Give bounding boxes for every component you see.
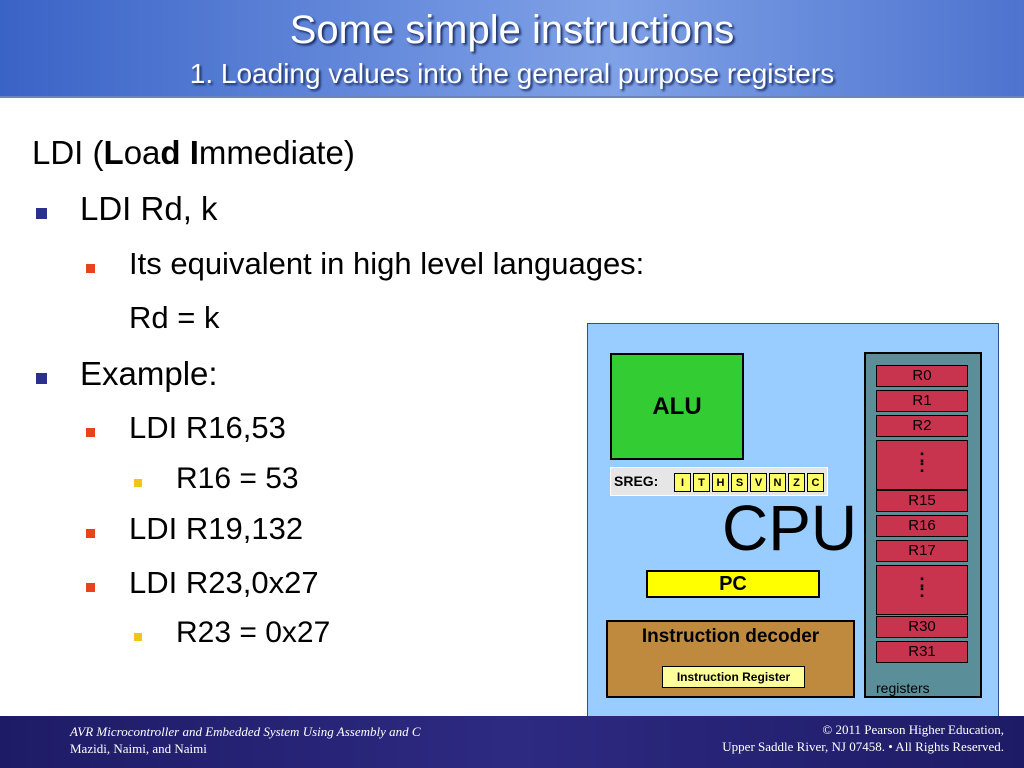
bullet-square <box>86 264 95 273</box>
bullet-square <box>134 633 142 641</box>
syntax-line: LDI Rd, k <box>80 190 218 227</box>
flag-v: V <box>750 473 767 492</box>
equivalent-line: Its equivalent in high level languages: <box>129 246 645 281</box>
footer-publisher: © 2011 Pearson Higher Education, <box>822 722 1004 737</box>
instruction-register: Instruction Register <box>662 666 805 688</box>
register-r16: R16 <box>876 515 968 537</box>
register-r15: R15 <box>876 490 968 512</box>
flag-s: S <box>731 473 748 492</box>
flag-h: H <box>712 473 729 492</box>
flag-t: T <box>693 473 710 492</box>
register-r1: R1 <box>876 390 968 412</box>
registers-caption: registers <box>876 680 930 696</box>
slide-subtitle: 1. Loading values into the general purpo… <box>189 58 835 89</box>
flag-z: Z <box>788 473 805 492</box>
example-heading: Example: <box>80 355 218 392</box>
register-gap <box>876 440 968 490</box>
slide-header <box>0 0 1024 98</box>
bullet-square <box>86 428 95 437</box>
footer-book-info: AVR Microcontroller and Embedded System … <box>70 723 421 757</box>
bullet-square <box>134 479 142 487</box>
footer-book-title: AVR Microcontroller and Embedded System … <box>70 724 421 739</box>
register-ellipsis: : <box>919 571 925 591</box>
sreg-label: SREG: <box>614 473 659 489</box>
bullet-square <box>86 529 95 538</box>
register-r2: R2 <box>876 415 968 437</box>
footer-rights: Upper Saddle River, NJ 07458. • All Righ… <box>722 739 1004 754</box>
register-r30: R30 <box>876 616 968 638</box>
example-2: LDI R19,132 <box>129 511 304 546</box>
flag-i: I <box>674 473 691 492</box>
bullet-square <box>36 208 47 219</box>
register-ellipsis: : <box>919 446 925 466</box>
register-gap <box>876 565 968 615</box>
equivalent-expression: Rd = k <box>129 300 220 335</box>
footer-authors: Mazidi, Naimi, and Naimi <box>70 741 207 756</box>
example-1: LDI R16,53 <box>129 410 286 445</box>
ldi-heading: LDI (Load Immediate) <box>32 134 355 171</box>
register-r17: R17 <box>876 540 968 562</box>
flag-c: C <box>807 473 824 492</box>
example-3-result: R23 = 0x27 <box>176 616 331 649</box>
slide-footer <box>0 716 1024 768</box>
register-ellipsis: : <box>919 581 925 601</box>
register-r0: R0 <box>876 365 968 387</box>
bullet-square <box>86 583 95 592</box>
instruction-decoder-label: Instruction decoder <box>641 626 820 647</box>
pc-block: PC <box>646 570 820 598</box>
cpu-label: CPU <box>722 492 858 564</box>
flag-n: N <box>769 473 786 492</box>
example-3: LDI R23,0x27 <box>129 565 319 600</box>
footer-copyright: © 2011 Pearson Higher Education, Upper S… <box>722 721 1004 755</box>
register-ellipsis: : <box>919 456 925 476</box>
example-1-result: R16 = 53 <box>176 462 299 495</box>
slide-title: Some simple instructions <box>289 8 735 52</box>
bullet-square <box>36 373 47 384</box>
alu-block: ALU <box>610 353 744 460</box>
register-r31: R31 <box>876 641 968 663</box>
